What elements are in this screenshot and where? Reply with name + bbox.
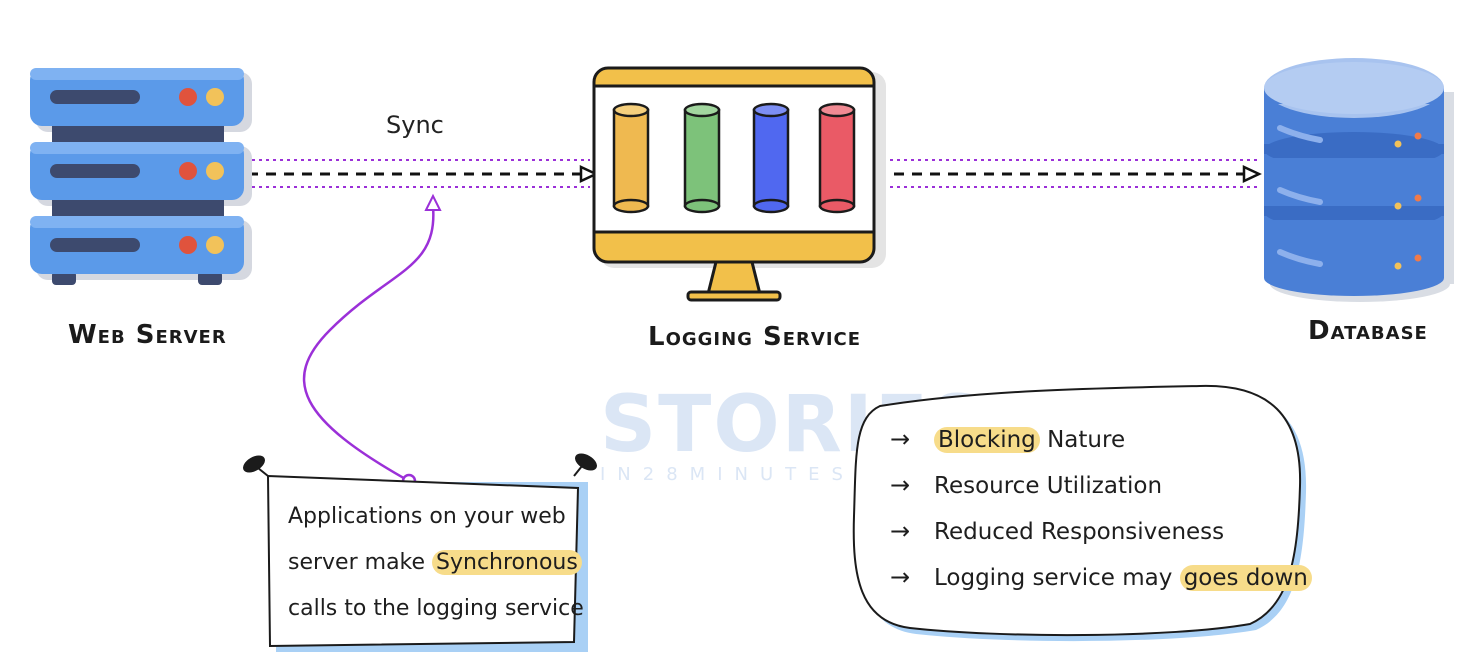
issue-item: → Resource Utilization [890,462,1290,508]
web-server-icon [30,68,252,285]
issue-text: Logging service may [934,565,1180,591]
note-pointer-curve [302,205,435,483]
sync-label: Sync [386,111,444,139]
arrow-right-icon: → [890,517,911,545]
note-content: Applications on your web server make Syn… [288,494,588,632]
issue-item: → Reduced Responsiveness [890,508,1290,554]
database-label: Database [1308,316,1428,346]
logging-service-label: Logging Service [648,322,862,352]
sync-arrowhead [579,165,599,183]
issue-text: Reduced Responsiveness [934,519,1225,545]
note-pointer-arrowhead [424,193,442,211]
issue-highlight-blocking: Blocking [934,427,1040,453]
arrow-right-icon: → [890,425,911,453]
arrow-right-icon: → [890,563,911,591]
watermark-subtitle: IN28MINUTES [600,464,855,485]
issue-text: Nature [1039,427,1126,453]
arrow-right-icon: → [890,471,911,499]
note-highlight-synchronous: Synchronous [432,550,582,575]
note-line-3: calls to the logging service [288,596,584,621]
database-icon [1264,58,1454,302]
web-server-label: Web Server [68,320,227,350]
note-line-2-text: server make [288,550,433,575]
issue-text: Resource Utilization [934,473,1163,499]
issue-item: → Logging service may goes down [890,554,1312,600]
db-arrowhead [1242,165,1262,183]
note-line-2: server make Synchronous [288,540,588,586]
issue-item: → Blocking Nature [890,416,1290,462]
issue-highlight-goes-down: goes down [1179,565,1312,591]
logging-service-icon [592,66,886,302]
note-line-1: Applications on your web [288,504,566,529]
issues-list: → Blocking Nature → Resource Utilization →… [890,416,1312,600]
